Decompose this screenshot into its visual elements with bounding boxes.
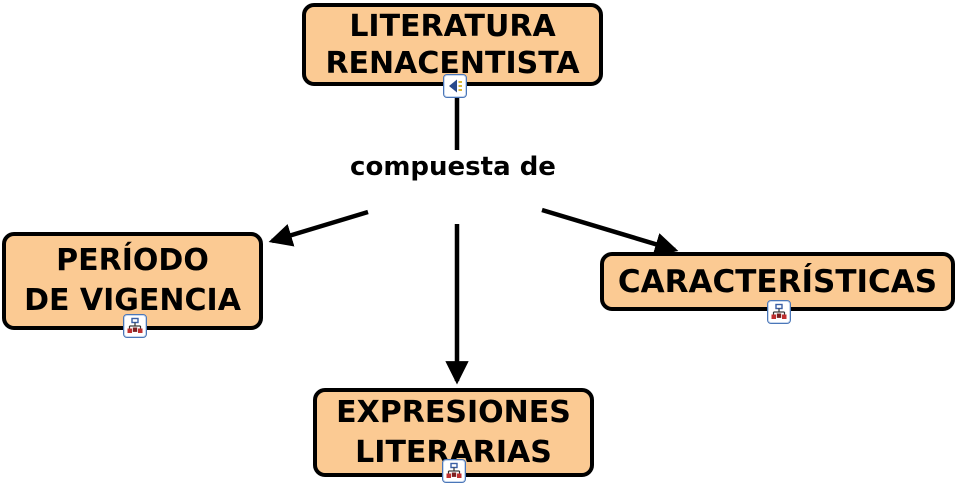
node-label-line: CARACTERÍSTICAS [617, 263, 938, 300]
speaker-glyph [449, 79, 462, 93]
linking-phrase-compuesta-de[interactable]: compuesta de [328, 151, 578, 184]
concept-node-literatura-renacentista[interactable]: LITERATURA RENACENTISTA [302, 3, 603, 86]
linking-phrase-line: compuesta [350, 152, 511, 182]
node-label-line: EXPRESIONES [336, 394, 571, 430]
linked-map-glyph [771, 303, 787, 319]
node-label-line: PERÍODO [56, 243, 209, 278]
linking-phrase-line: de [519, 152, 556, 182]
linked-map-icon[interactable] [442, 459, 466, 483]
edge-phrase-to-periodo [268, 209, 369, 247]
linked-map-icon[interactable] [767, 300, 791, 324]
edge-phrase-to-caracteristicas [541, 207, 679, 256]
node-label-line: LITERATURA [349, 8, 556, 44]
linked-map-glyph [127, 317, 143, 333]
node-label-line: DE VIGENCIA [24, 283, 241, 318]
speaker-icon[interactable] [443, 74, 467, 98]
linked-map-icon[interactable] [123, 314, 147, 338]
linked-map-glyph [446, 462, 462, 478]
